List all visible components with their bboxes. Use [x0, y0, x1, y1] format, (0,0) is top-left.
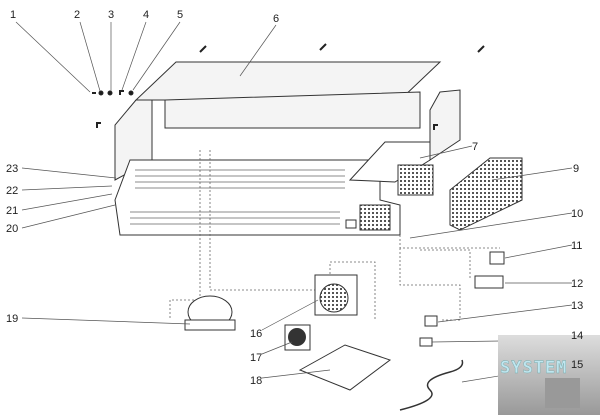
callout-4: 4	[143, 9, 149, 21]
callout-22: 22	[6, 185, 18, 197]
callout-20: 20	[6, 223, 18, 235]
callout-labels: 1 2 3 4 5 6 7 9 10 11 12 13 14 15 16 17 …	[6, 9, 583, 387]
callout-13: 13	[571, 300, 583, 312]
callout-9: 9	[573, 163, 579, 175]
front-vent-grille	[359, 204, 391, 231]
thermostat	[489, 251, 505, 265]
system-logo: SYSTEM	[498, 335, 600, 415]
power-cord	[399, 359, 464, 411]
callout-16: 16	[250, 328, 262, 340]
callout-21: 21	[6, 205, 18, 217]
fasteners	[92, 43, 485, 130]
callout-1: 1	[10, 9, 16, 21]
mounting-plate	[298, 344, 392, 391]
leader-lines	[15, 21, 573, 383]
rear-glass-panel	[164, 91, 421, 129]
sensor	[424, 315, 438, 327]
right-side-glass	[429, 89, 461, 161]
compressor-base	[184, 319, 236, 331]
side-grille-panel	[449, 157, 523, 231]
callout-6: 6	[273, 13, 279, 25]
base-switch	[345, 219, 357, 229]
evaporator-coil	[130, 169, 345, 225]
callout-11: 11	[571, 240, 582, 252]
controller	[474, 275, 504, 289]
condenser-grille	[319, 283, 349, 313]
callout-14: 14	[571, 330, 583, 342]
callout-17: 17	[250, 352, 262, 364]
callout-3: 3	[108, 9, 114, 21]
callout-2: 2	[74, 9, 80, 21]
callout-5: 5	[177, 9, 183, 21]
fan-blades	[288, 328, 306, 346]
callout-12: 12	[571, 278, 583, 290]
refrigerated-base	[114, 159, 401, 236]
callout-10: 10	[571, 208, 583, 220]
callout-15: 15	[571, 359, 583, 371]
connector	[419, 337, 433, 347]
callout-18: 18	[250, 375, 262, 387]
side-vent-grille	[397, 164, 434, 196]
callout-7: 7	[472, 141, 478, 153]
callout-23: 23	[6, 163, 18, 175]
svg-text:SYSTEM: SYSTEM	[500, 358, 567, 378]
callout-19: 19	[6, 313, 18, 325]
